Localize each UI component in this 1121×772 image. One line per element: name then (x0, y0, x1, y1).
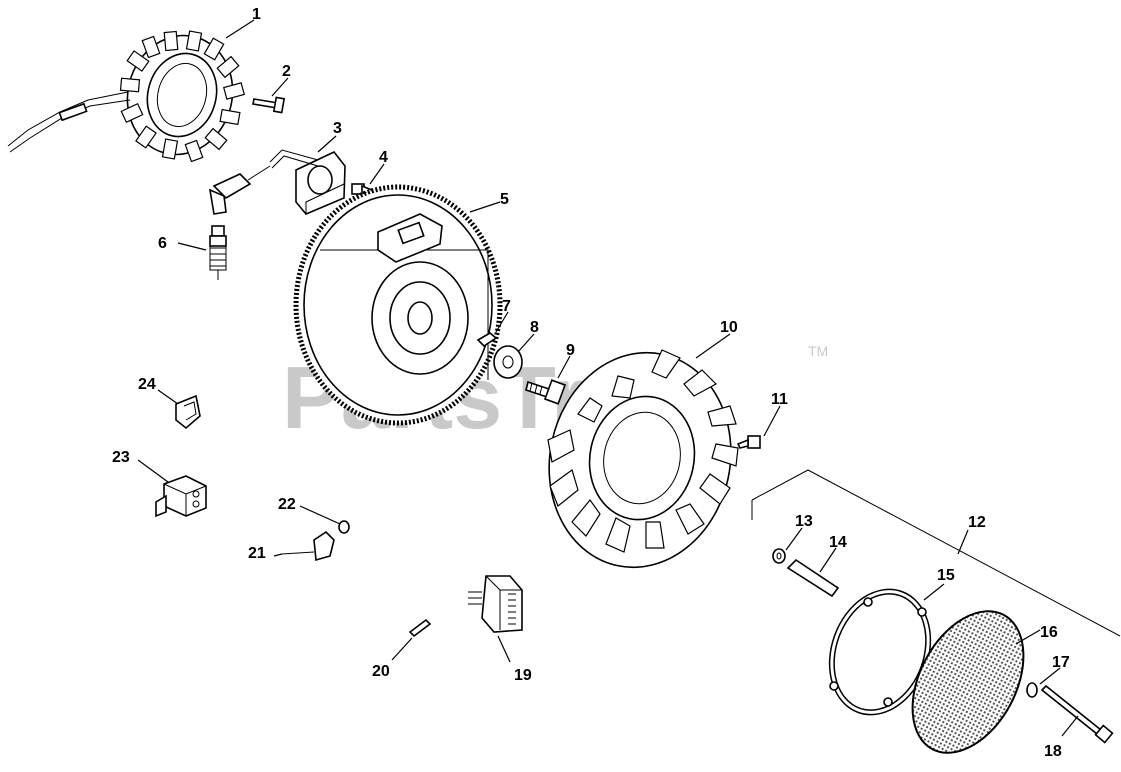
screen-washer-part[interactable] (1026, 682, 1038, 698)
callout-19[interactable]: 19 (514, 667, 532, 684)
screen-bolt-part[interactable] (1040, 684, 1114, 744)
fan-part[interactable] (530, 336, 751, 585)
ignition-module-part[interactable] (269, 149, 346, 215)
callout-4[interactable]: 4 (379, 149, 388, 166)
screen-part[interactable] (890, 592, 1046, 771)
regulator-screw-part[interactable] (408, 618, 432, 638)
callout-14[interactable]: 14 (829, 534, 847, 551)
callout-10[interactable]: 10 (720, 319, 738, 336)
callout-20[interactable]: 20 (372, 663, 390, 680)
callout-labels: 1 2 3 4 5 6 7 8 9 10 11 12 13 14 15 16 1… (112, 6, 1070, 760)
key-part[interactable] (476, 332, 498, 348)
callout-3[interactable]: 3 (333, 120, 342, 137)
kit-washer-part[interactable] (772, 548, 786, 564)
washer-part[interactable] (493, 345, 523, 379)
callout-21[interactable]: 21 (248, 545, 266, 562)
callout-22[interactable]: 22 (278, 496, 296, 513)
watermark-trademark: TM (808, 343, 828, 359)
spark-plug-part[interactable] (209, 225, 227, 280)
screw-part[interactable] (252, 96, 286, 114)
callout-18[interactable]: 18 (1044, 743, 1062, 760)
callout-24[interactable]: 24 (138, 376, 156, 393)
callout-11[interactable]: 11 (771, 391, 788, 408)
callout-23[interactable]: 23 (112, 449, 130, 466)
callout-6[interactable]: 6 (158, 235, 167, 252)
callout-9[interactable]: 9 (566, 342, 575, 359)
callout-8[interactable]: 8 (530, 319, 539, 336)
callout-1[interactable]: 1 (252, 6, 261, 23)
callout-16[interactable]: 16 (1040, 624, 1058, 641)
screen-kit-bracket (751, 469, 1121, 637)
callout-7[interactable]: 7 (502, 298, 511, 315)
clamp-part[interactable] (175, 394, 201, 430)
clip-washer-part[interactable] (338, 520, 350, 534)
callout-17[interactable]: 17 (1052, 654, 1070, 671)
spark-plug-boot-part[interactable] (208, 165, 271, 215)
callout-13[interactable]: 13 (795, 513, 813, 530)
flywheel-bolt-part[interactable] (525, 379, 567, 405)
spacer-pin-part[interactable] (786, 558, 840, 598)
callout-15[interactable]: 15 (937, 567, 955, 584)
leader-lines (137, 19, 1079, 737)
connector-part[interactable] (155, 475, 207, 518)
rectifier-regulator-part[interactable] (468, 575, 523, 633)
callout-12[interactable]: 12 (968, 514, 986, 531)
callout-2[interactable]: 2 (282, 63, 291, 80)
stator-part[interactable] (7, 24, 246, 167)
wire-clip-part[interactable] (281, 530, 335, 562)
flywheel-part[interactable] (293, 184, 503, 426)
callout-5[interactable]: 5 (500, 191, 509, 208)
fan-screw-part[interactable] (736, 435, 761, 449)
